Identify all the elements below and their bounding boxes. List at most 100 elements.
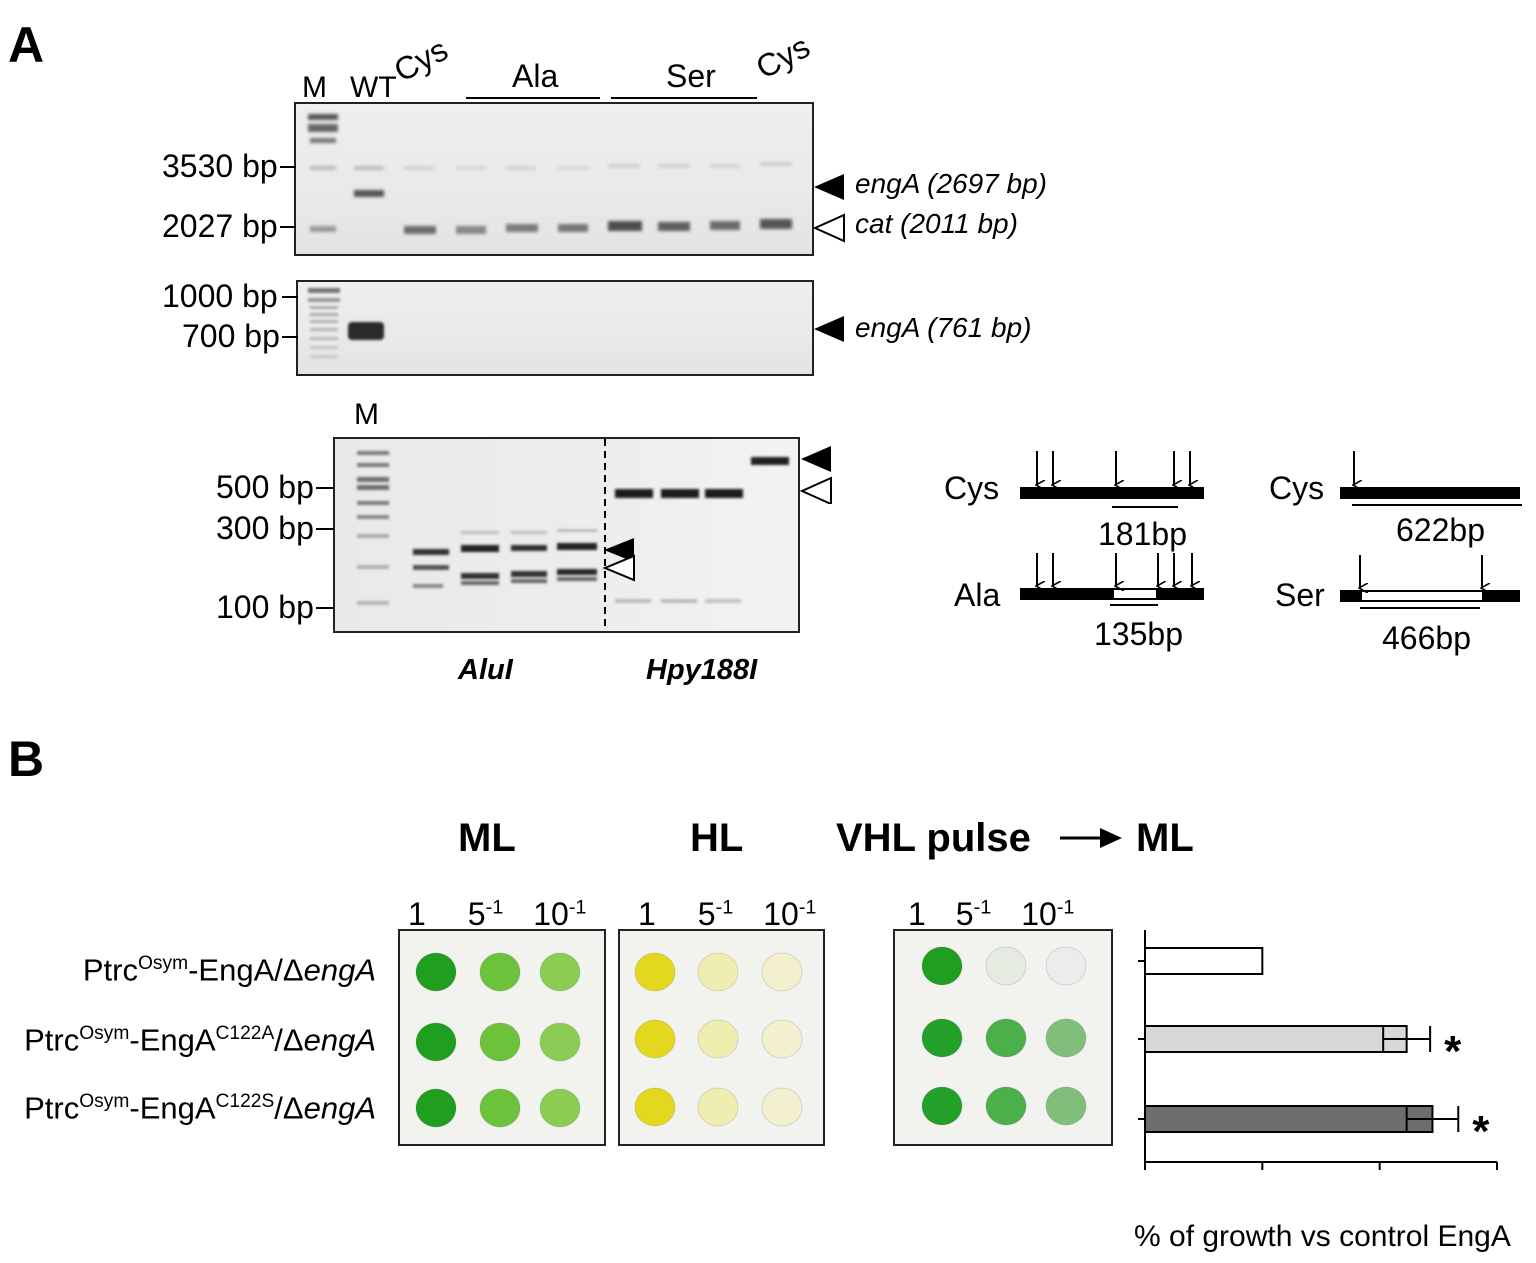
panel-a-letter: A — [8, 17, 45, 73]
gel-3-marker-tick-100 — [316, 607, 334, 609]
band-label-enga-761: engA (761 bp) — [855, 314, 1031, 342]
dil-1: 1 — [908, 896, 926, 932]
panel-b-letter: B — [8, 731, 45, 787]
colony-spot — [415, 1022, 457, 1062]
colony-spot — [539, 1022, 581, 1062]
chart-significance-star: * — [1444, 1027, 1462, 1076]
condition-ml: ML — [458, 816, 516, 860]
chart-significance-star: * — [1472, 1107, 1490, 1156]
colony-spot — [415, 1088, 457, 1128]
condition-vhl-ml: ML — [1136, 816, 1194, 860]
map-size-181: 181bp — [1098, 516, 1187, 552]
filled-arrowhead-icon — [814, 316, 844, 342]
dil-5-exp: -1 — [715, 896, 734, 919]
colony-spot — [921, 946, 963, 986]
plate-ml-spots — [415, 952, 581, 1128]
gel-2-marker-tick-1000 — [282, 296, 298, 298]
chart-bar — [1144, 1105, 1434, 1133]
colony-spot — [634, 1087, 676, 1127]
open-arrowhead-icon — [799, 476, 832, 504]
gel-1-bands — [308, 114, 792, 234]
gel-2-marker-tick-700 — [282, 336, 298, 338]
map-bar-cys-right — [1340, 487, 1520, 499]
colony-spot — [921, 1018, 963, 1058]
dil-5-exp: -1 — [973, 896, 992, 919]
gel-2-bands — [308, 288, 384, 358]
gel-3 — [333, 437, 800, 633]
colony-spot — [697, 1019, 739, 1059]
plate-vhl — [893, 929, 1113, 1146]
strain-label-c122s: PtrcOsym-EngAC122S/ΔengA — [24, 1090, 376, 1126]
plate-vhl-spots — [921, 946, 1087, 1126]
map-bar-ala-left — [1020, 588, 1204, 600]
dil-5: 5 — [697, 896, 716, 932]
map-label-cys-left: Cys — [944, 470, 1000, 506]
map-label-ala-left: Ala — [954, 577, 1001, 613]
dil-10-exp: -1 — [1056, 896, 1075, 919]
dil-10: 10 — [763, 896, 799, 932]
colony-spot — [539, 952, 581, 992]
gel-2-marker-1000: 1000 bp — [162, 278, 278, 314]
gel-3-marker-500: 500 bp — [216, 469, 314, 505]
colony-spot — [985, 1086, 1027, 1126]
band-label-cat-name: cat — [855, 208, 893, 239]
ser-underline — [611, 97, 757, 99]
colony-spot — [479, 1022, 521, 1062]
gel-3-marker-tick-500 — [316, 487, 334, 489]
colony-spot — [415, 952, 457, 992]
ala-underline — [466, 97, 600, 99]
gel-1 — [294, 102, 814, 256]
condition-vhl-pulse: VHL pulse — [836, 816, 1031, 860]
colony-spot — [479, 1088, 521, 1128]
gel-3-marker-tick-300 — [316, 528, 334, 530]
gel-1-marker-2027: 2027 bp — [162, 208, 278, 244]
right-arrow-icon — [1060, 828, 1122, 848]
gel-3-marker-100: 100 bp — [216, 589, 314, 625]
colony-spot — [985, 946, 1027, 986]
dil-1: 1 — [408, 896, 426, 932]
gel-3-marker-300: 300 bp — [216, 510, 314, 546]
band-label-cat: cat (2011 bp) — [855, 210, 1018, 238]
colony-spot — [761, 1019, 803, 1059]
gel-3-bands — [357, 439, 789, 631]
open-arrowhead-icon — [602, 554, 635, 582]
lane-label-wt: WT — [350, 71, 397, 104]
plate-hl — [618, 929, 825, 1146]
enzyme-label-alui: AluI — [458, 654, 513, 686]
dil-10: 10 — [1021, 896, 1057, 932]
plate-hl-spots — [634, 952, 803, 1127]
map-gap-ala — [1114, 590, 1156, 598]
band-label-enga-size: (2697 bp) — [927, 168, 1048, 199]
restriction-maps — [1020, 451, 1522, 609]
colony-spot — [634, 952, 676, 992]
dil-10-exp: -1 — [798, 896, 817, 919]
map-gap-ser — [1362, 592, 1482, 600]
chart-bar — [1144, 1025, 1408, 1053]
lane-label-m: M — [302, 71, 327, 104]
colony-spot — [761, 1087, 803, 1127]
map-size-466: 466bp — [1382, 620, 1471, 656]
colony-spot — [539, 1088, 581, 1128]
strain-label-control: PtrcOsym-EngA/ΔengA — [82, 952, 376, 988]
filled-arrowhead-icon — [801, 446, 831, 472]
band-label-cat-size: (2011 bp) — [900, 208, 1018, 239]
enzyme-label-hpy188i: Hpy188I — [646, 654, 758, 686]
band-label-enga-name: engA — [855, 168, 920, 199]
gel-3-outer-arrows — [799, 446, 832, 504]
dil-5-exp: -1 — [485, 896, 504, 919]
gel-1-marker-tick-2027 — [280, 226, 296, 228]
dil-5: 5 — [467, 896, 486, 932]
gel-2 — [296, 280, 814, 376]
dil-10-exp: -1 — [568, 896, 587, 919]
gel-1-arrows — [812, 174, 845, 243]
chart-bar — [1144, 947, 1264, 975]
filled-arrowhead-icon — [814, 174, 844, 200]
colony-spot — [985, 1018, 1027, 1058]
map-size-135: 135bp — [1094, 616, 1183, 652]
colony-spot — [634, 1019, 676, 1059]
colony-spot — [479, 952, 521, 992]
gel-2-arrow — [814, 316, 844, 342]
map-label-ser-right: Ser — [1275, 577, 1325, 613]
filled-arrowhead-icon — [604, 538, 634, 562]
